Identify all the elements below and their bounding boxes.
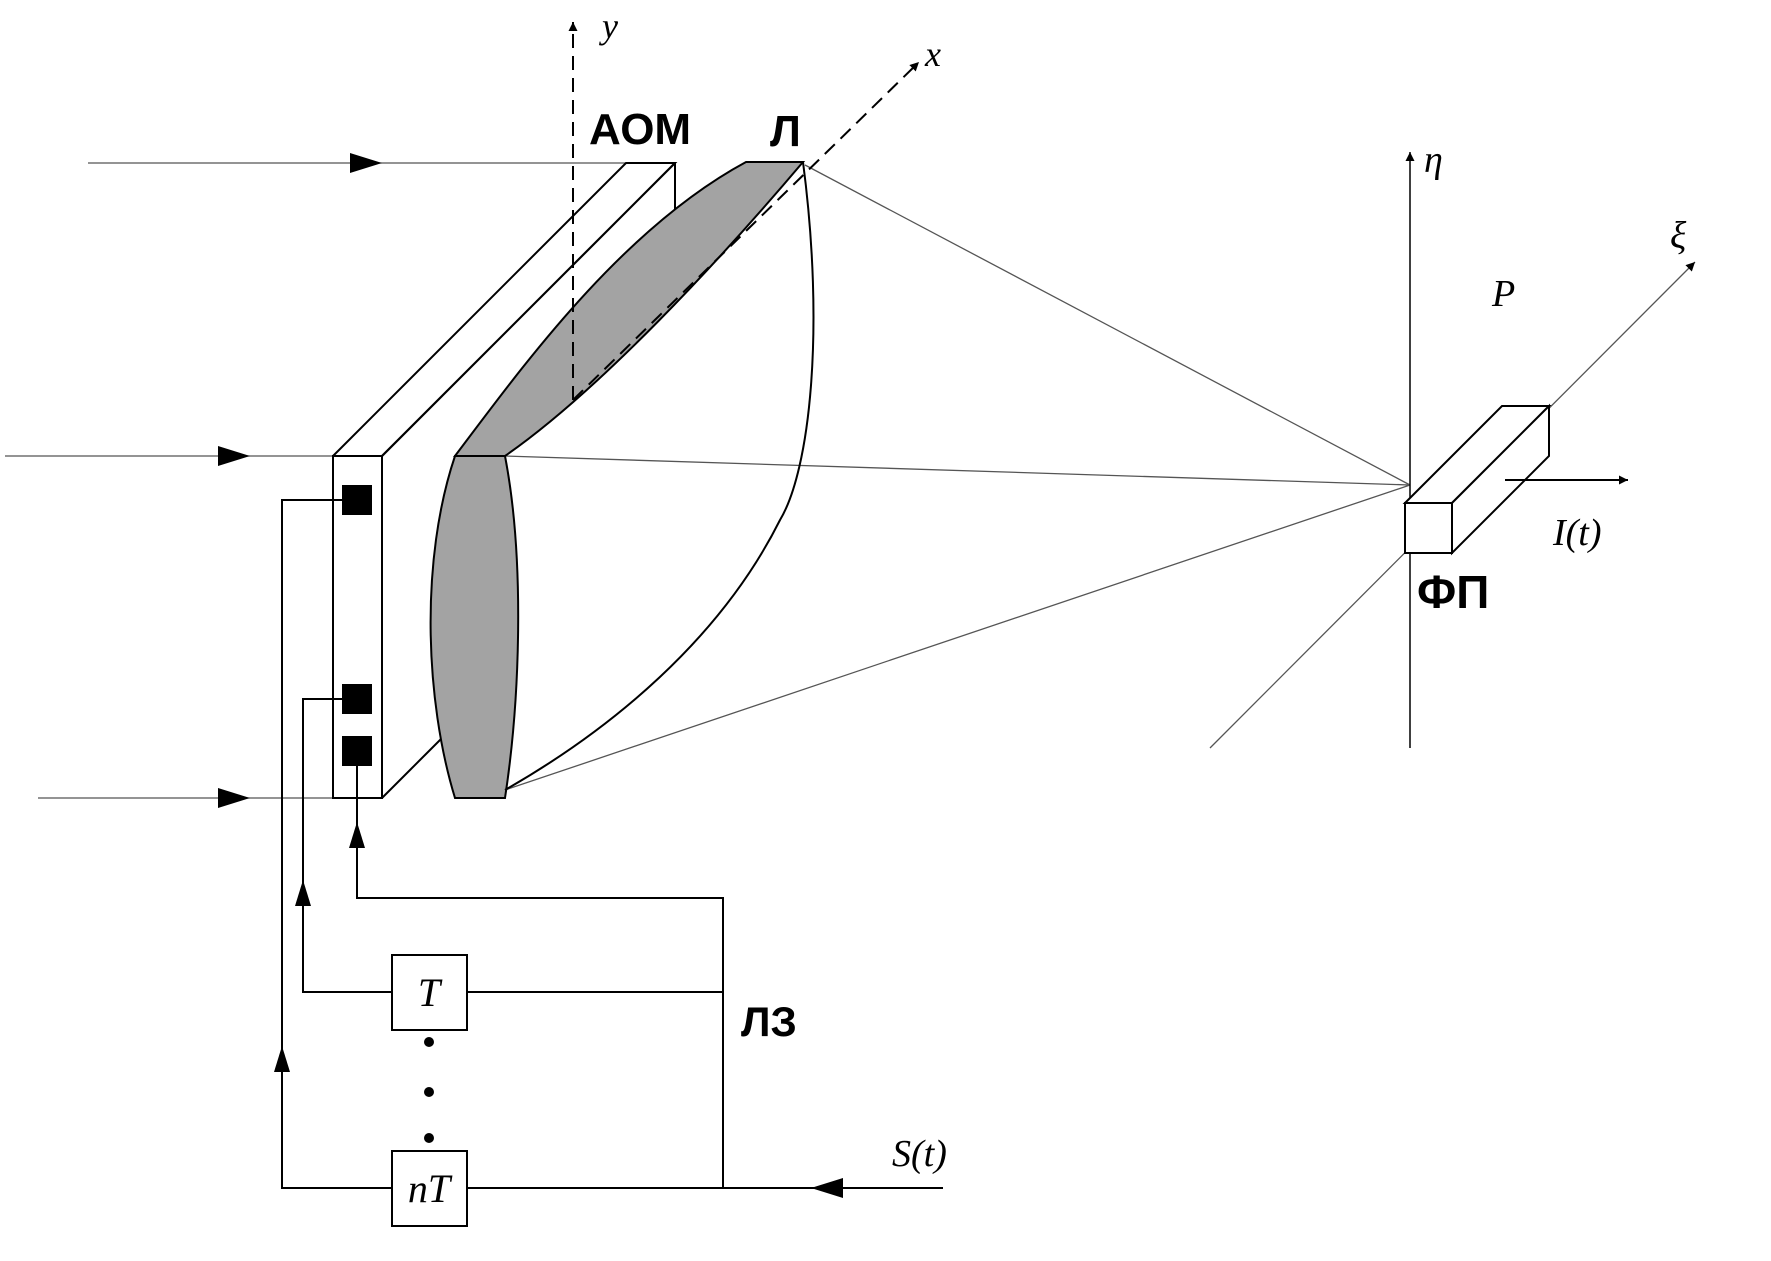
focus-ray-middle (504, 455, 1411, 486)
ray-arrow-top (350, 153, 382, 173)
wire-arrow-2 (295, 880, 311, 906)
output-signal-label: I(t) (1552, 512, 1602, 554)
plane-label: P (1491, 273, 1515, 315)
delay-box-nt (391, 1150, 468, 1227)
input-signal-label: S(t) (892, 1133, 947, 1175)
lens-top-face (452, 161, 806, 457)
ray-arrow-middle (218, 446, 250, 466)
ellipsis-dot-3 (424, 1133, 434, 1143)
aom-bottom-back (381, 734, 446, 799)
ellipsis-dot-1 (424, 1037, 434, 1047)
lens-front-face (429, 455, 520, 799)
photodetector-box (1404, 502, 1453, 554)
x-axis (572, 61, 920, 401)
delay-line-label: ЛЗ (741, 998, 797, 1045)
wire-arrow-1 (274, 1046, 290, 1072)
input-arrow (811, 1178, 843, 1198)
photodetector: ФП (1402, 403, 1552, 618)
y-axis-label: y (599, 6, 618, 46)
delay-box-nt-label: nT (408, 1166, 453, 1211)
delay-box-t-label: T (418, 970, 443, 1015)
lens-label: Л (770, 107, 801, 156)
aom-modulator (332, 162, 678, 799)
transducer-1 (342, 485, 372, 515)
photodetector-label: ФП (1417, 566, 1489, 618)
delay-box-t (391, 954, 468, 1031)
focus-ray-bottom (504, 484, 1411, 791)
cylindrical-lens (429, 161, 815, 799)
wire-transducer-2 (302, 698, 392, 993)
wire-transducer-1 (281, 499, 392, 1189)
delay-line-circuit: T nT ЛЗ (274, 499, 943, 1227)
photodetector-side (1451, 403, 1550, 556)
focus-ray-top (804, 164, 1411, 486)
ellipsis-dot-2 (424, 1087, 434, 1097)
aom-axes: y x (568, 6, 941, 401)
ray-arrow-bottom (218, 788, 250, 808)
aom-inner-edge (381, 162, 676, 457)
output-plane-axes: η ξ P (1209, 139, 1696, 749)
xi-axis-label: ξ (1670, 215, 1687, 257)
eta-axis-label: η (1424, 139, 1443, 181)
converging-rays (504, 164, 1411, 791)
wire-arrow-3 (349, 822, 365, 848)
incoming-rays (5, 153, 672, 808)
aom-label: АОМ (589, 105, 691, 154)
x-axis-label: x (924, 34, 941, 74)
lens-side-curve (504, 161, 815, 791)
transducer-3 (342, 736, 372, 766)
